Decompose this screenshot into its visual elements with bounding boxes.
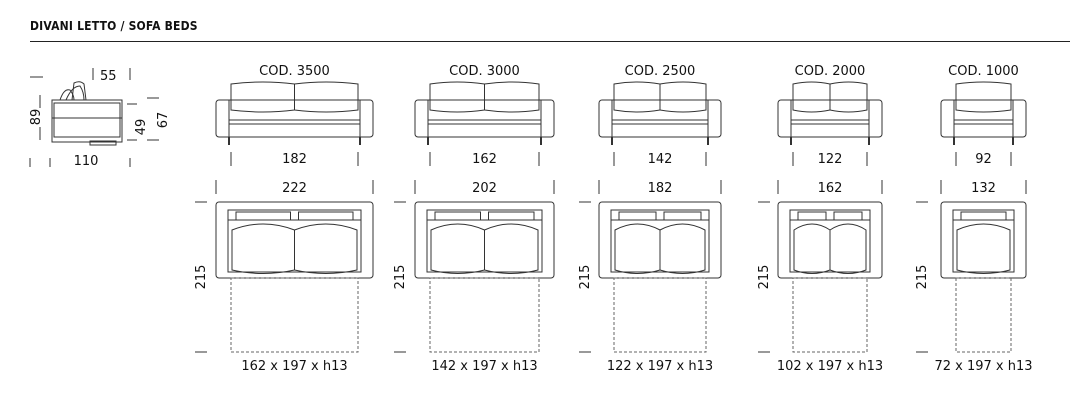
plan-frame xyxy=(414,201,555,279)
side-depth-label: 110 xyxy=(74,154,99,169)
overall-width-label: 132 xyxy=(971,181,996,196)
plan-inner xyxy=(952,209,1015,273)
front-back-cushion xyxy=(613,81,661,113)
side-seat-height-label: 49 xyxy=(134,119,149,136)
model-code-label: COD. 2500 xyxy=(625,64,696,79)
plan-seat-cushion xyxy=(659,223,706,274)
front-back-cushion xyxy=(484,81,540,113)
plan-back-cushion xyxy=(663,211,702,221)
mattress-outline xyxy=(792,277,868,353)
plan-seat-cushion xyxy=(231,223,295,274)
front-back-cushion xyxy=(659,81,707,113)
overall-width-label: 182 xyxy=(648,181,673,196)
seat-width-label: 92 xyxy=(975,152,992,167)
depth-label: 215 xyxy=(194,265,209,290)
plan-seat-cushion xyxy=(614,223,661,274)
sofa-model-labels-2: COD. 3000 162 202 215 142 x 197 x h13 xyxy=(393,64,538,374)
plan-frame xyxy=(215,201,374,279)
depth-label: 215 xyxy=(757,265,772,290)
plan-back-cushion xyxy=(618,211,657,221)
depth-label: 215 xyxy=(578,265,593,290)
mattress-outline xyxy=(230,277,359,353)
overall-width-label: 162 xyxy=(818,181,843,196)
plan-back-cushion xyxy=(960,211,1007,221)
sofa-model-4 xyxy=(758,81,883,353)
plan-inner xyxy=(426,209,543,273)
sofa-model-1 xyxy=(195,81,374,353)
plan-frame xyxy=(940,201,1027,279)
front-back-cushion xyxy=(429,81,485,113)
sofa-model-3 xyxy=(579,81,722,353)
sofa-model-5 xyxy=(916,81,1027,353)
front-back-cushion xyxy=(294,81,359,113)
sofa-model-labels-5: COD. 1000 92 132 215 72 x 197 x h13 xyxy=(915,64,1033,374)
overall-width-label: 202 xyxy=(472,181,497,196)
model-code-label: COD. 3500 xyxy=(259,64,330,79)
mattress-label: 142 x 197 x h13 xyxy=(431,359,537,374)
front-back-cushion xyxy=(955,81,1012,113)
mattress-outline xyxy=(613,277,707,353)
plan-inner xyxy=(610,209,710,273)
mattress-label: 72 x 197 x h13 xyxy=(934,359,1032,374)
plan-back-cushion xyxy=(434,211,481,221)
plan-back-cushion xyxy=(488,211,535,221)
plan-inner xyxy=(227,209,362,273)
model-code-label: COD. 3000 xyxy=(449,64,520,79)
depth-label: 215 xyxy=(393,265,408,290)
side-top-depth-label: 55 xyxy=(100,69,117,84)
model-code-label: COD. 1000 xyxy=(948,64,1019,79)
mattress-label: 102 x 197 x h13 xyxy=(777,359,883,374)
mattress-label: 122 x 197 x h13 xyxy=(607,359,713,374)
mattress-label: 162 x 197 x h13 xyxy=(241,359,347,374)
plan-back-cushion xyxy=(833,211,863,221)
front-frame xyxy=(940,99,1027,138)
side-view xyxy=(29,68,159,167)
mattress-outline xyxy=(955,277,1012,353)
plan-back-cushion xyxy=(797,211,827,221)
plan-seat-cushion xyxy=(430,223,485,274)
page-title: DIVANI LETTO / SOFA BEDS xyxy=(30,19,198,33)
plan-seat-cushion xyxy=(294,223,358,274)
sofa-model-labels-4: COD. 2000 122 162 215 102 x 197 x h13 xyxy=(757,64,883,374)
depth-label: 215 xyxy=(915,265,930,290)
seat-width-label: 142 xyxy=(648,152,673,167)
sofa-model-2 xyxy=(394,81,555,353)
front-back-cushion xyxy=(230,81,295,113)
sofa-model-labels-3: COD. 2500 142 182 215 122 x 197 x h13 xyxy=(578,64,713,374)
title-divider xyxy=(30,41,1070,42)
sofa-model-labels-1: COD. 3500 182 222 215 162 x 197 x h13 xyxy=(194,64,348,374)
mattress-outline xyxy=(429,277,540,353)
overall-width-label: 222 xyxy=(282,181,307,196)
models-layer: COD. 3500 182 222 215 162 x 197 x h13 COD. 30… xyxy=(194,64,1033,374)
front-back-cushion xyxy=(829,81,868,113)
seat-width-label: 182 xyxy=(282,152,307,167)
side-arm-height-label: 67 xyxy=(156,112,171,129)
plan-seat-cushion xyxy=(956,223,1011,274)
side-height-label: 89 xyxy=(29,109,44,126)
seat-width-label: 162 xyxy=(472,152,497,167)
front-back-cushion xyxy=(792,81,831,113)
model-code-label: COD. 2000 xyxy=(795,64,866,79)
plan-back-cushion xyxy=(298,211,354,221)
plan-inner xyxy=(789,209,871,273)
plan-seat-cushion xyxy=(829,223,867,274)
plan-seat-cushion xyxy=(793,223,831,274)
seat-width-label: 122 xyxy=(818,152,843,167)
plan-seat-cushion xyxy=(484,223,539,274)
plan-back-cushion xyxy=(235,211,291,221)
